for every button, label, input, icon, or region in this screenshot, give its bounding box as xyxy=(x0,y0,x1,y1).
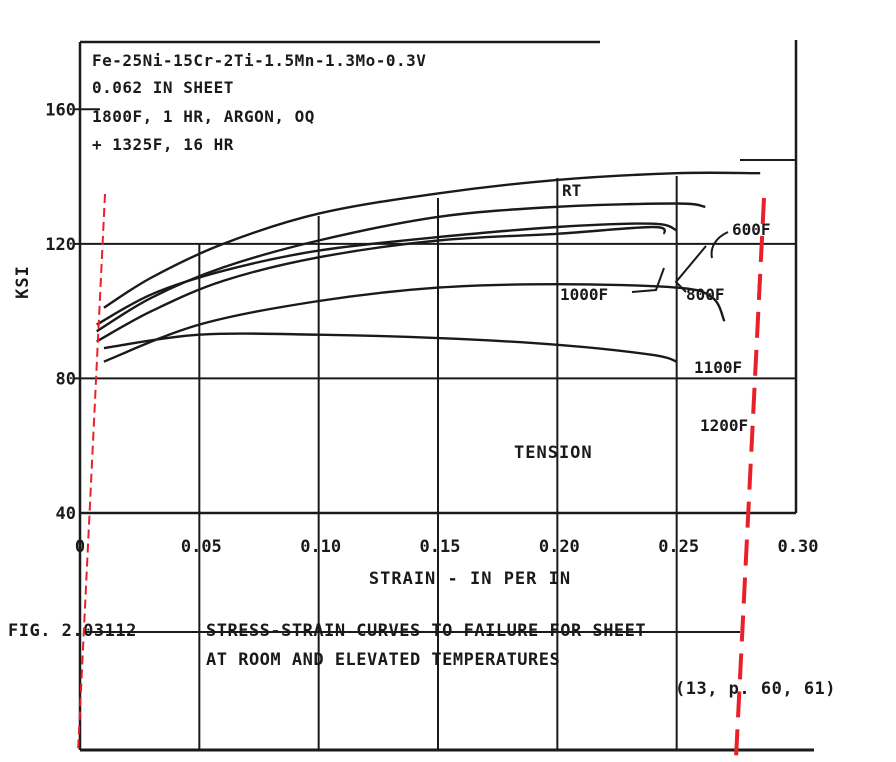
label-leader-600f xyxy=(710,231,729,259)
x-tick-label: 0.10 xyxy=(300,537,341,557)
series-label-rt: RT xyxy=(562,181,581,200)
series-label-1200f: 1200F xyxy=(700,416,748,435)
series-line-1000f xyxy=(96,225,666,343)
y-tick-label: 160 xyxy=(45,100,76,120)
label-leader-800f xyxy=(674,245,707,293)
caption-fig-label: FIG. 2.03112 xyxy=(8,621,137,641)
series-label-600f: 600F xyxy=(732,220,771,239)
series-label-800f: 800F xyxy=(686,285,725,304)
caption-reference: (13, p. 60, 61) xyxy=(675,679,836,699)
x-axis-label: STRAIN - IN PER IN xyxy=(369,569,571,589)
series-label-1100f: 1100F xyxy=(694,358,742,377)
series-line-600f xyxy=(96,202,706,333)
header-line-1: Fe-25Ni-15Cr-2Ti-1.5Mn-1.3Mo-0.3V xyxy=(92,51,426,70)
series-label-1000f: 1000F xyxy=(560,285,608,304)
header-line-4: + 1325F, 16 HR xyxy=(92,135,234,154)
header-line-3: 1800F, 1 HR, ARGON, OQ xyxy=(92,107,315,126)
y-tick-label: 80 xyxy=(56,369,76,389)
x-tick-labels: 00.050.100.150.200.250.30 xyxy=(75,537,819,557)
series-line-1100f xyxy=(103,282,726,363)
grid xyxy=(74,108,796,513)
series-lines xyxy=(96,171,761,363)
y-tick-labels: 40 80 120 160 xyxy=(45,100,76,524)
series-line-rt xyxy=(103,171,761,309)
x-tick-label: 0.15 xyxy=(420,537,461,557)
label-leader-1000f xyxy=(631,267,665,293)
y-tick-label: 40 xyxy=(56,504,76,524)
overlay-red-dashed-left xyxy=(77,193,106,753)
series-line-800f xyxy=(96,222,678,326)
series-labels: RT 600F 800F 1000F 1100F 1200F xyxy=(560,181,771,435)
series-line-1200f xyxy=(103,332,678,363)
x-tick-label: 0.30 xyxy=(778,537,819,557)
x-tick-label: 0.25 xyxy=(658,537,699,557)
overlay-red-dashed-right xyxy=(734,197,766,759)
tension-annotation: TENSION xyxy=(514,443,593,463)
header-line-2: 0.062 IN SHEET xyxy=(92,78,234,97)
caption-line-2: AT ROOM AND ELEVATED TEMPERATURES xyxy=(206,650,560,670)
y-axis-label: KSI xyxy=(13,265,33,299)
x-tick-label: 0.20 xyxy=(539,537,580,557)
overlay-annotations xyxy=(77,193,814,759)
y-tick-label: 120 xyxy=(45,235,76,255)
x-tick-label: 0.05 xyxy=(181,537,222,557)
